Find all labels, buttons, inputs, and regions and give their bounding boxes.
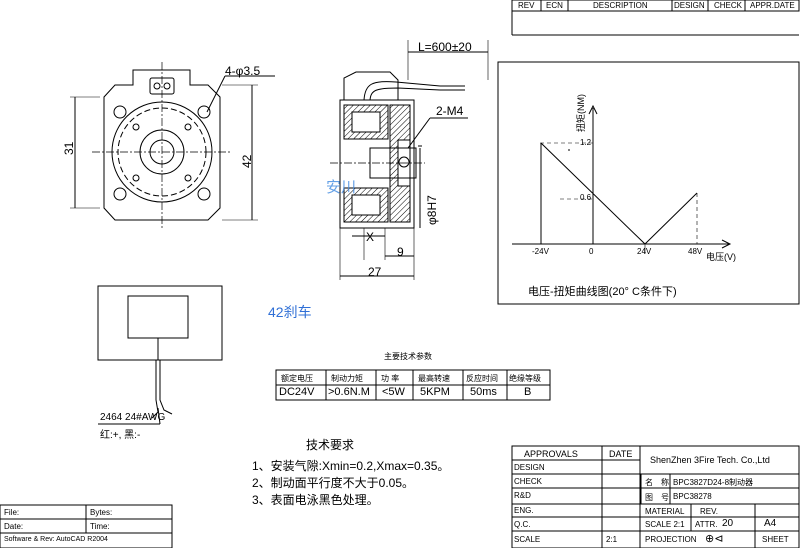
- date-col-label: DATE: [609, 449, 633, 459]
- watermark-text: 安川: [326, 179, 357, 196]
- bore-dim: φ8H7: [425, 195, 439, 225]
- fig-label: 图 号: [645, 493, 669, 502]
- graph-xtick-1: -24V: [532, 247, 549, 256]
- time-label: Time:: [90, 522, 110, 531]
- company-name: ShenZhen 3Fire Tech. Co.,Ltd: [650, 455, 770, 465]
- wire-spec: 2464 24#AWG: [100, 412, 166, 423]
- params-value-3: <5W: [382, 386, 405, 398]
- blue-caption: 42刹车: [268, 304, 312, 320]
- params-value-4: 5KPM: [420, 386, 450, 398]
- check-label: CHECK: [514, 477, 543, 486]
- dim-27: 27: [368, 265, 382, 279]
- wire-color: 红:+, 黑:-: [100, 430, 141, 441]
- attr-value: 20: [722, 518, 734, 529]
- scale2-label: SCALE 2:1: [645, 520, 685, 529]
- graph-xtick-4: 48V: [688, 247, 703, 256]
- params-header-3: 功 率: [381, 374, 400, 383]
- sheet-label: SHEET: [762, 535, 789, 544]
- torque-graph: [497, 61, 800, 305]
- software-label: Software & Rev: AutoCAD R2004: [4, 536, 108, 543]
- holes-dim: 4-φ3.5: [225, 64, 261, 78]
- attr-label: ATTR.: [695, 520, 718, 529]
- front-view: [70, 62, 275, 228]
- date-label: Date:: [4, 522, 24, 531]
- params-header-1: 额定电压: [281, 374, 313, 383]
- graph-xtick-3: 24V: [637, 247, 652, 256]
- graph-xlabel: 电压(V): [706, 252, 736, 262]
- dim-31: 31: [62, 141, 76, 155]
- file-label: File:: [4, 508, 20, 517]
- design-label: DESIGN: [514, 463, 545, 472]
- params-header-6: 绝缘等级: [509, 374, 541, 383]
- graph-caption: 电压-扭矩曲线图(20° C条件下): [528, 286, 677, 298]
- rev-header-appr-date: APPR.DATE: [750, 1, 795, 10]
- graph-xtick-2: 0: [589, 247, 594, 256]
- projection-label: PROJECTION: [645, 535, 697, 544]
- rev-header-rev: REV: [518, 1, 535, 10]
- bytes-label: Bytes:: [90, 508, 113, 517]
- graph-ylabel: 扭矩(NM): [576, 94, 586, 132]
- info-block: [0, 504, 173, 548]
- params-value-2: >0.6N.M: [328, 386, 370, 398]
- material-label: MATERIAL: [645, 507, 685, 516]
- params-value-5: 50ms: [470, 386, 497, 398]
- requirement-3: 3、表面电泳黑色处理。: [252, 493, 379, 507]
- rd-label: R&D: [514, 491, 531, 500]
- fig-value: BPC38278: [673, 492, 712, 501]
- thread-dim: 2-M4: [436, 104, 464, 118]
- requirement-1: 1、安装气隙:Xmin=0.2,Xmax=0.35。: [252, 459, 450, 473]
- requirement-2: 2、制动面平行度不大于0.05。: [252, 476, 415, 490]
- scale-label: SCALE: [514, 535, 541, 544]
- requirements-title: 技术要求: [306, 438, 355, 452]
- params-table: [275, 369, 551, 401]
- name-value: BPC3827D24-8制动器: [673, 478, 754, 487]
- params-value-6: B: [524, 386, 532, 398]
- dim-42: 42: [240, 154, 254, 168]
- dim-9: 9: [397, 245, 404, 259]
- projection-icon: ⊕⊲: [705, 533, 724, 545]
- section-view: [330, 40, 489, 280]
- revision-table: [511, 0, 800, 36]
- rev-label: REV.: [700, 507, 718, 516]
- cable-view: [97, 285, 223, 425]
- qc-label: Q.C.: [514, 520, 531, 529]
- cable-length-dim: L=600±20: [418, 40, 472, 54]
- scale-value: 2:1: [606, 535, 618, 544]
- graph-ytick-2: 0.6: [580, 193, 592, 202]
- title-block: [511, 445, 800, 548]
- rev-header-check: CHECK: [714, 1, 743, 10]
- approvals-label: APPROVALS: [524, 449, 578, 459]
- dim-x: X: [366, 230, 375, 244]
- params-header-4: 最高转速: [418, 374, 450, 383]
- params-header-2: 制动力矩: [331, 374, 363, 383]
- eng-label: ENG.: [514, 506, 534, 515]
- rev-header-description: DESCRIPTION: [593, 1, 648, 10]
- params-title: 主要技术参数: [384, 352, 432, 361]
- size-value: A4: [764, 518, 777, 529]
- rev-header-ecn: ECN: [546, 1, 563, 10]
- rev-header-design: DESIGN: [674, 1, 705, 10]
- name-label: 名 称: [645, 478, 669, 487]
- graph-ytick-1: 1.2: [580, 138, 592, 147]
- params-value-1: DC24V: [279, 386, 315, 398]
- params-header-5: 反应时间: [466, 374, 498, 383]
